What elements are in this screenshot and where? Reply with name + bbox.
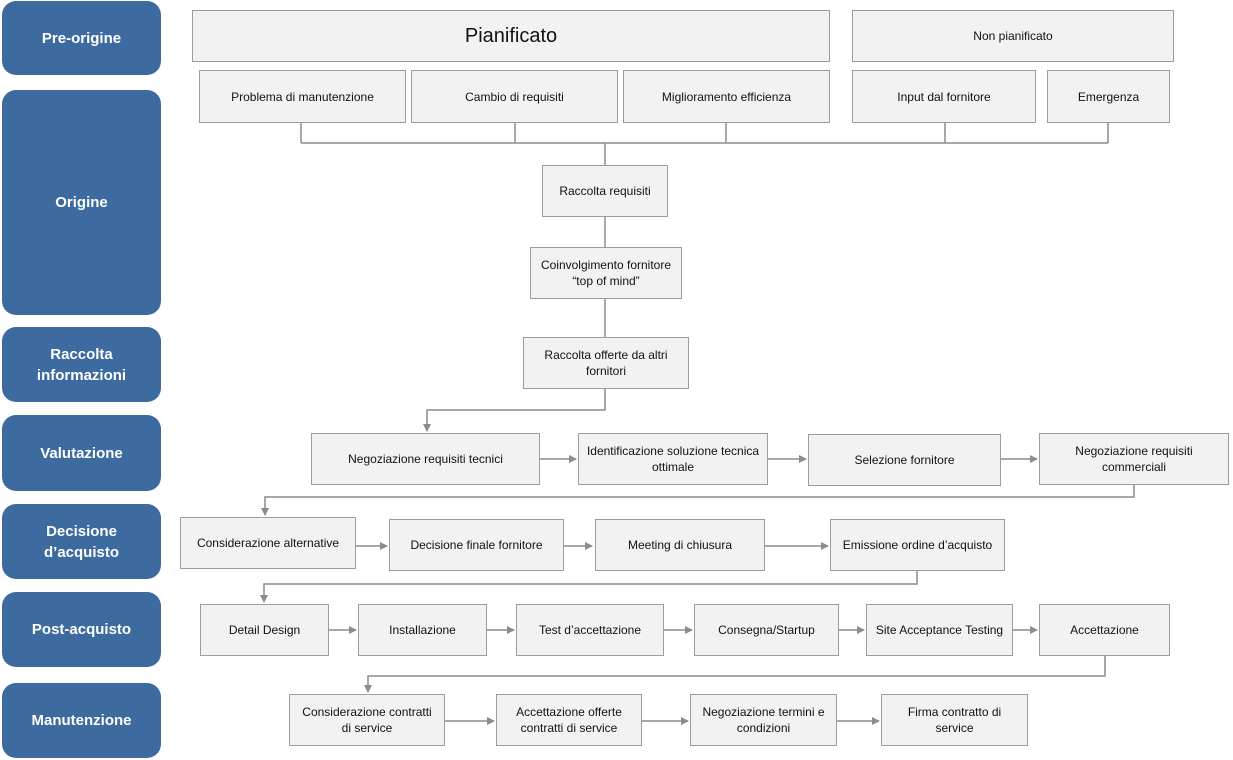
box-consegna-startup: Consegna/Startup <box>694 604 839 656</box>
phase-raccolta-informazioni: Raccolta informazioni <box>2 327 161 402</box>
box-selezione-fornitore: Selezione fornitore <box>808 434 1001 486</box>
phase-decisione-acquisto: Decisione d’acquisto <box>2 504 161 579</box>
phase-raccolta-line1: Raccolta <box>50 345 113 363</box>
box-site-acceptance-testing: Site Acceptance Testing <box>866 604 1013 656</box>
box-coinvolgimento-fornitore: Coinvolgimento fornitore “top of mind” <box>530 247 682 299</box>
box-miglioramento-efficienza: Miglioramento efficienza <box>623 70 830 123</box>
box-non-pianificato: Non pianificato <box>852 10 1174 62</box>
box-negoziazione-requisiti-commerciali: Negoziazione requisiti commerciali <box>1039 433 1229 485</box>
phase-decisione-line1: Decisione <box>46 522 117 540</box>
box-considerazione-contratti-service: Considerazione contratti di service <box>289 694 445 746</box>
box-detail-design: Detail Design <box>200 604 329 656</box>
box-installazione: Installazione <box>358 604 487 656</box>
phase-origine: Origine <box>2 90 161 315</box>
phase-decisione-line2: d’acquisto <box>43 543 119 561</box>
box-input-fornitore: Input dal fornitore <box>852 70 1036 123</box>
box-decisione-finale-fornitore: Decisione finale fornitore <box>389 519 564 571</box>
box-raccolta-offerte: Raccolta offerte da altri fornitori <box>523 337 689 389</box>
box-test-accettazione: Test d’accettazione <box>516 604 664 656</box>
phase-post-acquisto-label: Post-acquisto <box>31 621 132 638</box>
phase-manutenzione-label: Manutenzione <box>31 712 132 729</box>
box-negoziazione-requisiti-tecnici: Negoziazione requisiti tecnici <box>311 433 540 485</box>
box-accettazione-offerte-service: Accettazione offerte contratti di servic… <box>496 694 642 746</box>
phase-pre-origine: Pre-origine <box>2 1 161 75</box>
box-pianificato: Pianificato <box>192 10 830 62</box>
phase-manutenzione: Manutenzione <box>2 683 161 758</box>
box-accettazione: Accettazione <box>1039 604 1170 656</box>
box-emergenza: Emergenza <box>1047 70 1170 123</box>
box-emissione-ordine: Emissione ordine d’acquisto <box>830 519 1005 571</box>
phase-valutazione: Valutazione <box>2 415 161 491</box>
phase-post-acquisto: Post-acquisto <box>2 592 161 667</box>
box-considerazione-alternative: Considerazione alternative <box>180 517 356 569</box>
phase-raccolta-line2: informazioni <box>36 366 127 384</box>
box-raccolta-requisiti: Raccolta requisiti <box>542 165 668 217</box>
phase-origine-label: Origine <box>55 194 108 211</box>
phase-pre-origine-label: Pre-origine <box>41 29 122 47</box>
box-identificazione-soluzione: Identificazione soluzione tecnica ottima… <box>578 433 768 485</box>
box-firma-contratto: Firma contratto di service <box>881 694 1028 746</box>
phase-valutazione-label: Valutazione <box>40 444 123 462</box>
box-meeting-chiusura: Meeting di chiusura <box>595 519 765 571</box>
box-negoziazione-termini: Negoziazione termini e condizioni <box>690 694 837 746</box>
box-cambio-requisiti: Cambio di requisiti <box>411 70 618 123</box>
box-problema-manutenzione: Problema di manutenzione <box>199 70 406 123</box>
